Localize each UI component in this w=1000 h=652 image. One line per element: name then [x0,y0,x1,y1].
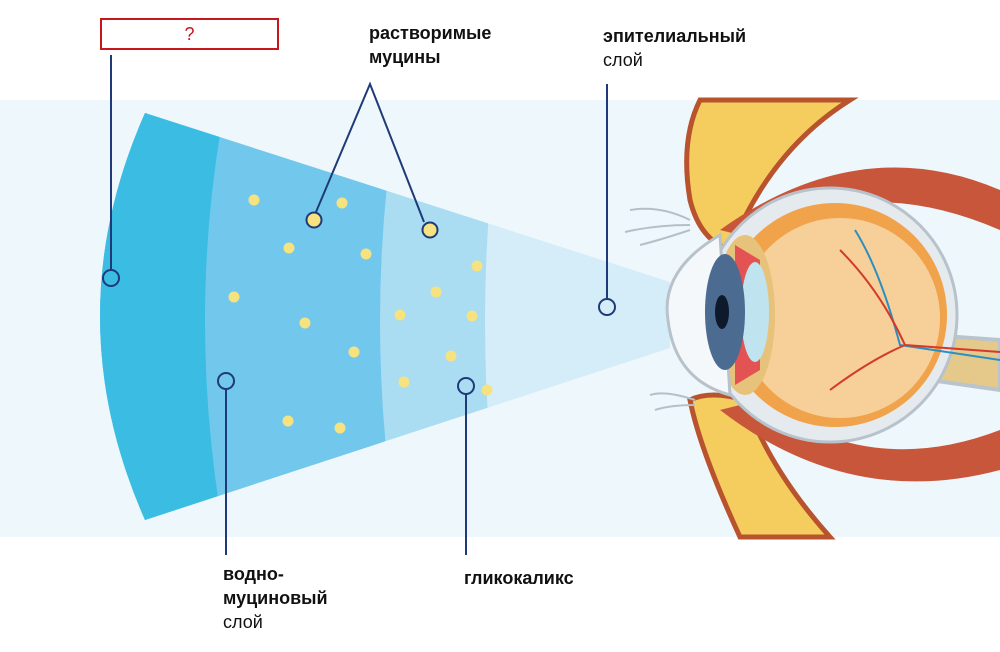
tear-film-wedge [100,113,670,520]
soluble-mucins-line-2: муцины [369,47,441,67]
mucin-dots [228,194,493,434]
soluble-mucins-label: растворимые муцины [369,21,491,69]
glycocalyx-label: гликокаликс [464,566,574,590]
outer-layer-region [100,113,250,520]
epithelial-layer-label: эпителиальный слой [603,24,746,72]
aqueous-mucin-line-2: муциновый [223,588,328,608]
epithelial-layer-normal: слой [603,50,643,70]
epithelial-layer-bold: эпителиальный [603,26,747,46]
aqueous-mucin-line-1: водно- [223,564,284,584]
aqueous-mucin-layer-label: водно- муциновый слой [223,562,328,634]
leader-lines [102,55,616,555]
glycocalyx-text: гликокаликс [464,568,574,588]
soluble-mucins-line-1: растворимые [369,23,492,43]
eye-anatomy-illustration [624,97,1000,540]
unknown-layer-question-box: ? [100,18,279,50]
aqueous-mucin-line-3: слой [223,612,263,632]
